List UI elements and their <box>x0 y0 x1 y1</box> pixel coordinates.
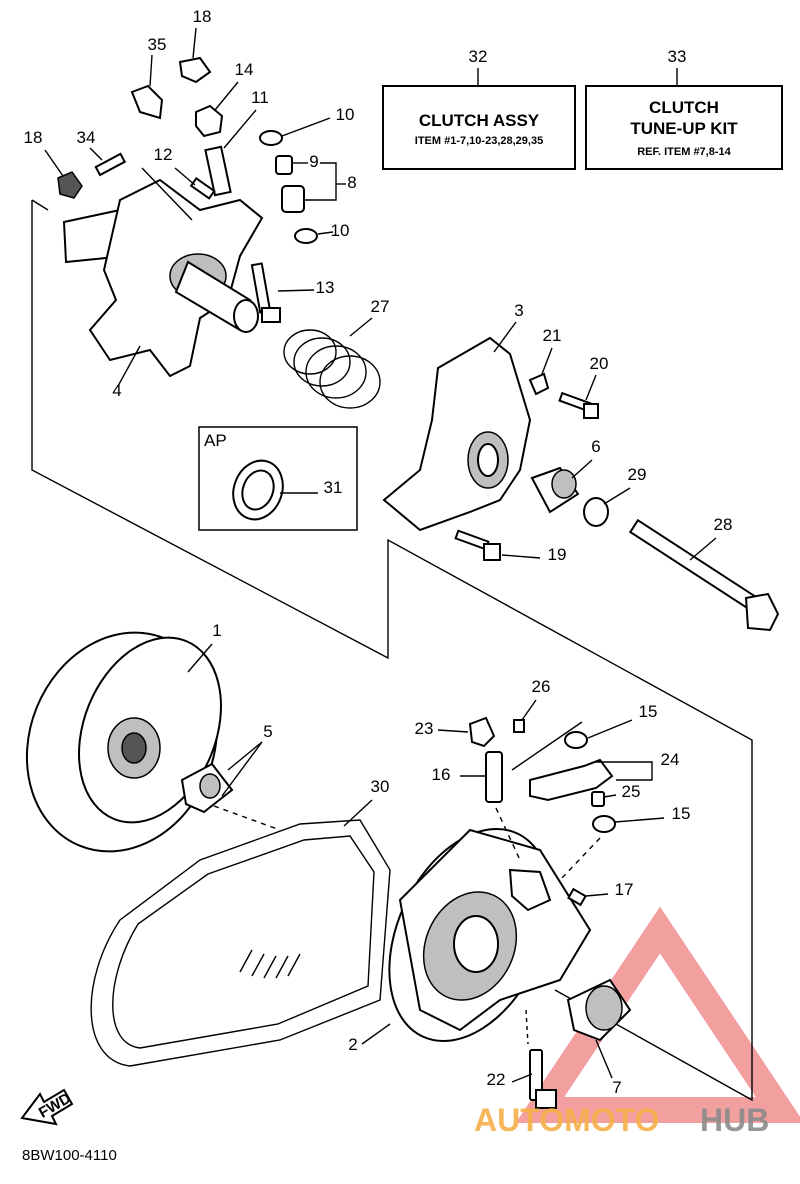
part-1-fixed-sheave <box>25 631 222 853</box>
part-10-washer-top <box>259 117 331 146</box>
callout-c7: 7 <box>612 1078 621 1097</box>
callout-c12: 12 <box>154 145 173 164</box>
part-16-sleeve <box>460 751 503 803</box>
callout-c14: 14 <box>235 60 254 79</box>
callout-c3: 3 <box>514 301 523 320</box>
fwd-arrow-icon: FWD <box>20 1088 74 1126</box>
part-12-pin <box>174 167 216 200</box>
callout-c9: 9 <box>309 152 318 171</box>
tune-up-kit-box: CLUTCH TUNE-UP KIT REF. ITEM #7,8-14 33 <box>585 47 783 170</box>
part-15-bushing-top <box>564 719 633 749</box>
figure-code: 8BW100-4110 <box>22 1147 117 1164</box>
callout-c29: 29 <box>628 465 647 484</box>
callout-c31: 31 <box>324 478 343 497</box>
part-21-nut <box>528 347 553 396</box>
callout-c28: 28 <box>714 515 733 534</box>
tune-up-kit-number: 33 <box>668 47 687 66</box>
callout-c35: 35 <box>148 35 167 54</box>
part-9-bushing <box>275 155 308 175</box>
part-8-bushing <box>281 162 346 213</box>
dashed-guide-lines <box>213 805 601 881</box>
callout-c13: 13 <box>316 278 335 297</box>
part-14-nut <box>195 81 239 138</box>
callout-c15a: 15 <box>639 702 658 721</box>
frame-lines <box>31 199 753 1102</box>
callout-c23: 23 <box>415 719 434 738</box>
callout-c10b: 10 <box>331 221 350 240</box>
part-18-clip-left <box>44 149 83 199</box>
ap-label: AP <box>204 431 227 450</box>
part-11-sleeve <box>204 109 257 197</box>
part-5-collar <box>180 741 263 814</box>
callout-c18b: 18 <box>24 128 43 147</box>
callout-c1: 1 <box>212 621 221 640</box>
part-7-bushing <box>566 978 632 1079</box>
part-18-clip-top <box>178 27 212 84</box>
part-10-washer-bottom <box>294 228 334 244</box>
callout-c11: 11 <box>251 88 269 107</box>
watermark-logo: AUTOMOTO HUB <box>474 1102 769 1138</box>
part-24-weight-arm <box>511 721 653 802</box>
callout-c22: 22 <box>487 1070 506 1089</box>
part-22-bolt <box>511 1009 557 1109</box>
callout-c34: 34 <box>77 128 96 147</box>
belt-cog-marks <box>239 949 301 979</box>
callout-c21: 21 <box>543 326 562 345</box>
callout-c26: 26 <box>532 677 551 696</box>
tune-up-kit-title-1: CLUTCH <box>649 98 719 117</box>
callout-c16: 16 <box>432 765 451 784</box>
part-25-pin <box>591 791 617 807</box>
part-26-pin <box>513 699 537 733</box>
part-15-bushing-bottom <box>592 815 665 833</box>
callout-c18a: 18 <box>193 7 212 26</box>
part-3-cover <box>382 321 532 532</box>
part-30-belt <box>90 799 391 1067</box>
callout-c8: 8 <box>347 173 356 192</box>
part-13-bolt <box>250 262 315 323</box>
clutch-assy-box: CLUTCH ASSY ITEM #1-7,10-23,28,29,35 32 <box>382 47 576 170</box>
callout-c25: 25 <box>622 782 641 801</box>
part-28-bolt <box>628 518 780 632</box>
part-17-screw <box>567 887 609 907</box>
part-20-bolt <box>558 374 599 419</box>
watermark-part1: AUTOMOTO <box>474 1102 659 1138</box>
ap-box: AP <box>198 426 358 531</box>
tune-up-kit-title-2: TUNE-UP KIT <box>630 119 738 138</box>
tune-up-kit-subtitle: REF. ITEM #7,8-14 <box>637 146 731 158</box>
callout-c30: 30 <box>371 777 390 796</box>
callout-c5: 5 <box>263 722 272 741</box>
callout-c4: 4 <box>112 381 121 400</box>
callout-c15b: 15 <box>672 804 691 823</box>
callout-c10a: 10 <box>336 105 355 124</box>
callout-c17: 17 <box>615 880 634 899</box>
clutch-assy-subtitle: ITEM #1-7,10-23,28,29,35 <box>415 135 543 147</box>
callout-c24: 24 <box>661 750 680 769</box>
part-6-roller <box>530 459 593 514</box>
part-27-spring <box>283 317 381 409</box>
callout-c6: 6 <box>591 437 600 456</box>
watermark-part2: HUB <box>700 1102 769 1138</box>
callout-c20: 20 <box>590 354 609 373</box>
clutch-assy-number: 32 <box>469 47 488 66</box>
callout-c19: 19 <box>548 545 567 564</box>
part-4-spider <box>62 167 264 387</box>
clutch-assy-title: CLUTCH ASSY <box>419 111 540 130</box>
part-19-bolt <box>454 529 541 561</box>
callout-c2: 2 <box>348 1035 357 1054</box>
part-23-nut <box>437 716 496 748</box>
part-35-bracket <box>130 54 164 120</box>
callout-c27: 27 <box>371 297 390 316</box>
part-34-pin <box>89 147 127 177</box>
part-2-movable-sheave <box>361 828 592 1045</box>
part-29-washer <box>583 487 631 527</box>
